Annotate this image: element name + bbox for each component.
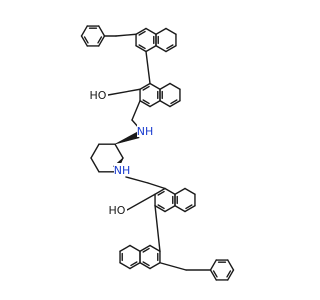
hydroxyl-bond-top: [107, 88, 141, 96]
amine-label-bottom: NH: [114, 164, 131, 177]
atom-label-hydroxyl-bottom: HO: [107, 203, 127, 217]
aminomethyl-bond-bottom: [125, 176, 149, 184]
naphthol-bottom-a-bond: [154, 187, 166, 195]
amine-label-top: NH: [137, 125, 154, 138]
benzyl-ch2-bond: [115, 33, 137, 37]
naphthalene-bottom-a-bond: [149, 262, 161, 270]
naphthol-top-b-double-bond: [170, 99, 178, 105]
benzyl-phenyl-bottom-bond: [227, 259, 235, 271]
naphthalene-bottom-b-double-bond: [130, 261, 138, 267]
atom-label-hydroxyl-top: HO: [88, 88, 108, 102]
naphthalene-top-a-bond: [145, 45, 157, 53]
naphthalene-top-b-double-bond: [166, 44, 174, 50]
naphthalene-top-a-bond: [135, 45, 147, 53]
naphthalene-top-b-bond: [165, 45, 177, 53]
naphthol-bottom-b-bond: [174, 187, 186, 195]
benzyl-phenyl-top-double-bond: [83, 36, 89, 44]
naphthol-top-b-bond: [169, 100, 181, 108]
naphthol-top-a-double-bond: [142, 85, 150, 91]
naphthalene-bottom-a-bond: [149, 244, 161, 252]
naphthalene-top-b-bond: [155, 27, 167, 35]
naphthalene-bottom-a-double-bond: [142, 261, 150, 267]
naphthalene-top-a-double-bond: [138, 30, 146, 36]
bond-lines: [80, 25, 235, 281]
cyclohexane-bond: [90, 143, 100, 159]
benzyl-phenyl-top-bond: [80, 25, 88, 37]
benzyl-phenyl-top-bond: [80, 35, 88, 47]
molecule-structure: HO NH NH HO: [80, 25, 235, 281]
naphthol-top-a-bond: [139, 100, 151, 108]
naphthalene-bottom-b-bond: [129, 244, 141, 252]
hydroxyl-bond-bottom: [126, 193, 156, 211]
naphthol-bottom-a-bond: [164, 187, 176, 195]
aminomethyl-bond-bottom: [147, 182, 166, 190]
naphthol-top-a-bond: [149, 100, 161, 108]
benzyl-phenyl-bottom-double-bond: [212, 270, 218, 278]
naphthol-bottom-b-double-bond: [185, 204, 193, 210]
biaryl-bond-bottom: [154, 205, 161, 252]
naphthol-top-a-bond: [149, 82, 161, 90]
naphthalene-bottom-a-bond: [139, 262, 151, 270]
naphthalene-top-b-bond: [165, 27, 177, 35]
naphthalene-bottom-b-bond: [129, 262, 141, 270]
naphthalene-bottom-a-bond: [139, 244, 151, 252]
naphthol-bottom-b-bond: [184, 205, 196, 213]
naphthol-top-b-bond: [159, 100, 171, 108]
cyclohexane-bond: [114, 143, 124, 159]
benzyl-ch2-bond: [159, 262, 187, 271]
cyclohexane-bond: [90, 157, 100, 173]
aminomethyl-bond-top: [131, 100, 141, 121]
benzyl-phenyl-top-bond: [98, 35, 106, 47]
naphthalene-bottom-b-bond: [119, 244, 131, 252]
benzyl-phenyl-bottom-bond: [209, 259, 217, 271]
hydroxyl-label-top: HO: [90, 89, 107, 102]
naphthol-bottom-a-double-bond: [157, 190, 165, 196]
naphthol-bottom-b-bond: [184, 187, 196, 195]
stereo-wedge-top: [114, 131, 140, 145]
naphthol-top-b-bond: [159, 82, 171, 90]
naphthol-top-b-bond: [169, 82, 181, 90]
hydroxyl-label-bottom: HO: [109, 204, 126, 217]
naphthalene-top-b-bond: [155, 45, 167, 53]
biaryl-bond-top: [145, 50, 151, 85]
naphthol-bottom-a-bond: [154, 205, 166, 213]
benzyl-phenyl-bottom-bond: [209, 269, 217, 281]
naphthol-bottom-a-bond: [164, 205, 176, 213]
naphthalene-bottom-b-bond: [119, 262, 131, 270]
naphthalene-top-a-bond: [135, 27, 147, 35]
naphthol-bottom-a-double-bond: [157, 204, 165, 210]
benzyl-phenyl-bottom-bond: [227, 269, 235, 281]
naphthalene-top-a-double-bond: [138, 44, 146, 50]
naphthalene-bottom-a-double-bond: [142, 247, 150, 253]
naphthol-bottom-b-bond: [174, 205, 186, 213]
naphthol-top-a-bond: [139, 82, 151, 90]
benzyl-phenyl-top-double-bond: [97, 36, 103, 44]
atom-label-amine-top: NH: [137, 124, 154, 138]
naphthol-top-a-double-bond: [142, 99, 150, 105]
naphthalene-top-a-bond: [145, 27, 157, 35]
atom-label-amine-bottom: NH: [114, 163, 131, 177]
benzyl-phenyl-top-bond: [98, 25, 106, 37]
benzyl-phenyl-bottom-double-bond: [226, 270, 232, 278]
